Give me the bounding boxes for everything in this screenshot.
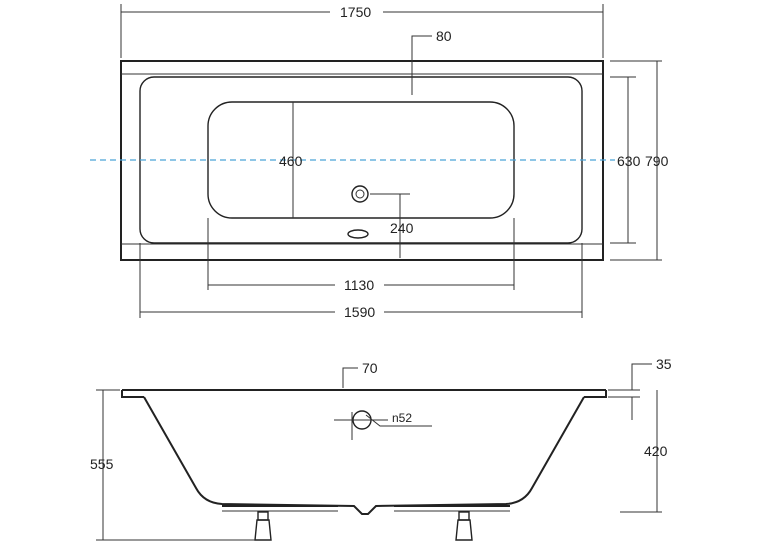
- dim-630-label: 630: [617, 153, 641, 169]
- leg-left-icon: [254, 511, 272, 541]
- leg-right-icon: [455, 511, 473, 541]
- dim-35-label: 35: [656, 356, 672, 372]
- dim-790-label: 790: [645, 153, 669, 169]
- dim-70-leader: [342, 367, 358, 388]
- dim-1750-label: 1750: [340, 4, 371, 20]
- dim-1130-label: 1130: [344, 277, 374, 293]
- overflow-icon: [347, 229, 369, 239]
- dim-555-label: 555: [90, 456, 114, 472]
- dim-240-label: 240: [390, 220, 414, 236]
- dim-420-label: 420: [644, 443, 668, 459]
- dim-1590-label: 1590: [344, 304, 375, 320]
- dim-70-label: 70: [362, 360, 378, 376]
- dim-460-label: 460: [279, 153, 303, 169]
- dim-n52-leader: [365, 414, 432, 427]
- dim-35-leader: [631, 363, 652, 390]
- dim-80-leader: [411, 35, 432, 95]
- drain-icon: [351, 185, 369, 203]
- side-view: n52 70 35 420 555: [90, 356, 672, 541]
- tub-body-side: [143, 396, 585, 515]
- rim-left-end: [121, 390, 144, 398]
- rim-right-end: [584, 390, 607, 398]
- dim-80-label: 80: [436, 28, 452, 44]
- dim-n52-label: n52: [392, 411, 412, 425]
- drain-inner-icon: [355, 189, 365, 199]
- top-view: 1750 80 460 240 630 790 1130 1590: [90, 4, 669, 320]
